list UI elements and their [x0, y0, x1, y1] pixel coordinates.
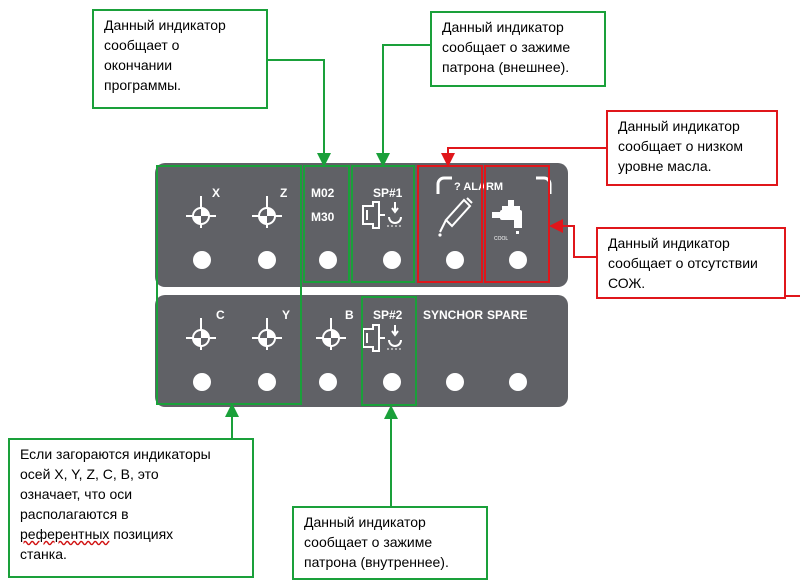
indicator-lamp-synchor — [446, 373, 464, 391]
callout-program-end-text: Данный индикатор сообщает о окончании пр… — [104, 17, 226, 93]
callout-axes-text-wavy: референтных — [20, 526, 110, 542]
connector-coolant — [549, 219, 596, 258]
label-m02: M02 — [311, 186, 335, 200]
connector-program-end — [268, 59, 331, 167]
callout-axes-text-2: позициях — [109, 526, 174, 542]
label-synchor: SYNCHOR — [423, 308, 484, 322]
label-m30: M30 — [311, 210, 335, 224]
indicator-lamp-oil — [446, 251, 464, 269]
callout-axes-reference: Если загораются индикаторы осей X, Y, Z,… — [8, 438, 254, 578]
axis-reference-icon — [186, 318, 216, 350]
indicator-lamp-m02-m30 — [319, 251, 337, 269]
label-sp1: SP#1 — [373, 186, 403, 200]
label-sp2: SP#2 — [373, 308, 403, 322]
oil-can-icon — [438, 197, 473, 237]
callout-chuck-outer: Данный индикатор сообщает о зажиме патро… — [430, 11, 606, 87]
callout-coolant-missing-text: Данный индикатор сообщает о отсутствии С… — [608, 235, 758, 291]
indicator-lamp-x — [193, 251, 211, 269]
indicator-lamp-z — [258, 251, 276, 269]
chuck-clamp-icon — [362, 324, 403, 352]
axis-reference-icon — [252, 196, 282, 228]
label-y: Y — [282, 308, 291, 322]
indicator-panel-top — [155, 163, 568, 287]
callout-chuck-inner: Данный индикатор сообщает о зажиме патро… — [292, 506, 488, 580]
indicator-lamp-c — [193, 373, 211, 391]
label-z: Z — [280, 186, 288, 200]
label-c: C — [216, 308, 225, 322]
label-x: X — [212, 186, 221, 200]
indicator-lamp-b — [319, 373, 337, 391]
indicator-lamp-sp1 — [383, 251, 401, 269]
callout-chuck-outer-text: Данный индикатор сообщает о зажиме патро… — [442, 19, 571, 75]
label-spare: SPARE — [487, 308, 528, 322]
indicator-lamp-y — [258, 373, 276, 391]
callout-axes-text-1: Если загораются индикаторы осей X, Y, Z,… — [20, 446, 211, 522]
indicator-lamp-sp2 — [383, 373, 401, 391]
callout-oil-low-text: Данный индикатор сообщает о низком уровн… — [618, 118, 744, 174]
chuck-clamp-icon — [362, 201, 403, 229]
indicator-lamp-spare — [509, 373, 527, 391]
connector-oil — [441, 147, 606, 167]
coolant-tap-icon — [492, 200, 522, 234]
label-b: B — [345, 308, 354, 322]
callout-coolant-missing: Данный индикатор сообщает о отсутствии С… — [596, 227, 786, 299]
callout-oil-low: Данный индикатор сообщает о низком уровн… — [606, 110, 778, 186]
callout-axes-text-3: станка. — [20, 546, 67, 562]
label-alarm: ? ALARM — [454, 181, 504, 193]
callout-program-end: Данный индикатор сообщает о окончании пр… — [92, 9, 268, 109]
callout-chuck-inner-text: Данный индикатор сообщает о зажиме патро… — [304, 514, 449, 570]
indicator-lamp-coolant — [509, 251, 527, 269]
axis-reference-icon — [316, 318, 346, 350]
label-coolant-small: COOL — [494, 236, 509, 242]
axis-reference-icon — [252, 318, 282, 350]
axis-reference-icon — [186, 196, 216, 228]
connector-chuck-outer — [376, 44, 430, 167]
